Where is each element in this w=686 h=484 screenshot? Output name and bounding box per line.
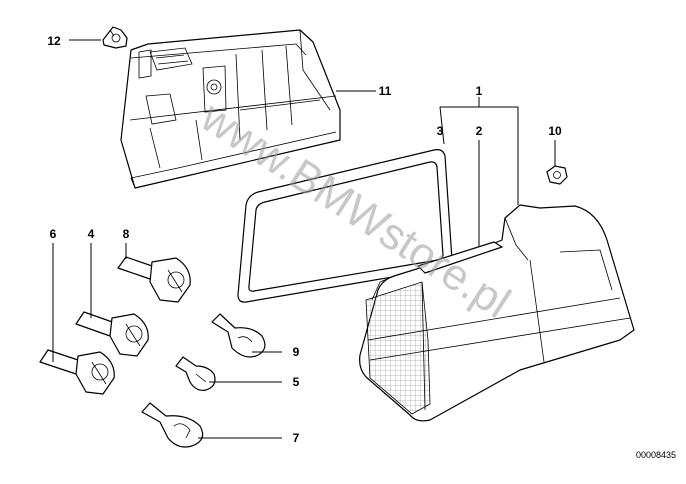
bulb-part-5	[175, 356, 216, 391]
callout-12: 12	[47, 34, 61, 48]
callout-1: 1	[476, 84, 483, 98]
callout-11: 11	[379, 84, 392, 98]
callout-10: 10	[548, 124, 562, 138]
bulb-socket-part-8	[117, 256, 191, 303]
bulb-carrier-part-11	[120, 29, 341, 189]
callout-5: 5	[293, 375, 300, 389]
clip-part-12	[102, 26, 128, 49]
gasket-part-3	[237, 149, 453, 303]
callout-4: 4	[88, 227, 95, 241]
bulb-socket-part-4	[75, 311, 149, 357]
rear-light-part-1	[359, 204, 635, 422]
seal-strip-part-2	[417, 241, 503, 274]
callout-2: 2	[476, 124, 483, 138]
leader-lines	[52, 39, 556, 439]
document-number: 00008435	[636, 450, 676, 460]
bulb-socket-part-6	[39, 349, 115, 395]
bulb-part-9	[211, 313, 266, 358]
nut-part-10	[546, 165, 568, 185]
callout-3: 3	[437, 124, 444, 138]
bulb-part-7	[141, 402, 204, 448]
callout-6: 6	[50, 227, 57, 241]
callout-9: 9	[293, 345, 300, 359]
callout-7: 7	[293, 431, 300, 445]
callout-8: 8	[123, 227, 130, 241]
